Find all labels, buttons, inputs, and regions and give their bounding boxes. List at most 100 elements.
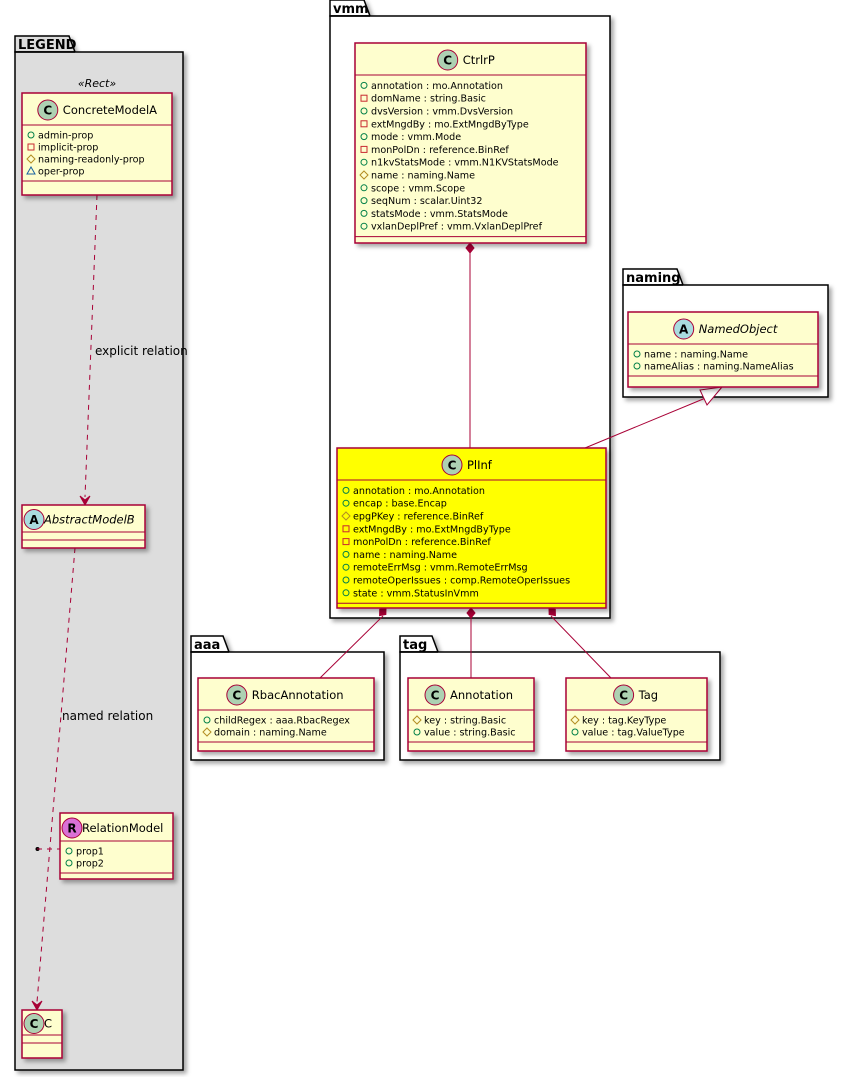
class-kind-letter: C [431,689,440,703]
attribute-row: key : string.Basic [412,715,506,727]
public-visibility-icon [342,589,350,597]
protected-visibility-icon [202,727,212,737]
class-kind-letter: C [30,1017,39,1031]
attribute-row: statsMode : vmm.StatsMode [360,209,508,220]
attribute-row: mode : vmm.Mode [360,132,461,143]
class-kind-icon-r [61,817,83,839]
class-kind-letter: C [43,104,52,118]
attribute-row: remoteErrMsg : vmm.RemoteErrMsg [342,563,528,574]
class-kind-icon-a [23,509,45,530]
composition-diamond [548,607,556,617]
attribute-text: remoteErrMsg : vmm.RemoteErrMsg [353,563,528,574]
class-kind-icon-c [613,684,635,706]
public-visibility-icon [413,728,421,736]
attribute-row: state : vmm.StatusInVmm [342,588,479,599]
attribute-row: annotation : mo.Annotation [360,81,503,92]
class-kind-letter: R [67,822,76,836]
class-box [21,504,146,549]
attribute-row: domain : naming.Name [202,727,327,739]
package-title: naming [626,271,681,286]
explicit-relation-label: explicit relation [95,344,188,358]
attribute-row: childRegex : aaa.RbacRegex [203,716,350,727]
composition-diamond [465,242,475,254]
public-visibility-icon [360,197,368,205]
public-visibility-icon [203,716,211,724]
public-visibility-icon [342,486,350,494]
attribute-row: extMngdBy : mo.ExtMngdByType [342,524,511,535]
dependency-arrowhead [31,1000,43,1012]
public-visibility-icon [571,728,579,736]
class-box [565,677,708,752]
attribute-text: key : string.Basic [424,716,506,727]
attribute-row: vxlanDeplPref : vmm.VxlanDeplPref [360,222,543,233]
attribute-row: scope : vmm.Scope [360,183,465,194]
public-visibility-icon [360,158,368,166]
attribute-text: name : naming.Name [371,171,475,182]
public-visibility-icon [27,131,35,139]
protected-visibility-icon [412,715,422,725]
protected-visibility-icon [359,170,369,180]
class-name: CtrlrP [463,53,495,67]
package-legend: LEGEND [14,35,184,1071]
attribute-row: value : string.Basic [413,728,516,739]
attribute-text: seqNum : scalar.Uint32 [371,196,482,207]
class-name: RbacAnnotation [252,688,344,702]
attribute-text: vxlanDeplPref : vmm.VxlanDeplPref [371,222,543,233]
attribute-text: mode : vmm.Mode [371,132,461,143]
attribute-text: value : tag.ValueType [582,728,685,739]
class-kind-icon-c [226,684,248,706]
attribute-row: n1kvStatsMode : vmm.N1KVStatsMode [360,158,559,169]
inheritance-line [584,396,709,449]
class-name: Annotation [450,688,513,702]
attribute-row: prop2 [65,859,104,870]
package-title: vmm [333,2,369,17]
composition-line-plinf-tag [550,615,612,679]
attribute-text: childRegex : aaa.RbacRegex [214,716,350,727]
attribute-text: extMngdBy : mo.ExtMngdByType [371,119,529,130]
attribute-text: name : naming.Name [644,350,748,361]
class-kind-letter: C [448,459,457,473]
protected-visibility-icon [26,154,36,164]
class-box [354,42,587,244]
attribute-text: n1kvStatsMode : vmm.N1KVStatsMode [371,158,559,169]
class-box [197,677,375,752]
class-name: C [44,1017,52,1031]
attribute-row: key : tag.KeyType [570,715,666,727]
inheritance-triangle [699,386,724,406]
attribute-text: value : string.Basic [424,728,516,739]
class-kind-letter: A [29,513,39,527]
named-relation-label: named relation [62,709,153,723]
attribute-text: oper-prop [38,167,84,178]
package-visibility-icon [26,165,36,175]
class-kind-icon-c [437,49,459,71]
attribute-row: encap : base.Encap [342,499,447,510]
package-title: tag [403,638,427,653]
attribute-row: implicit-prop [27,143,98,154]
public-visibility-icon [360,81,368,89]
attribute-row: value : tag.ValueType [571,728,685,739]
attribute-text: extMngdBy : mo.ExtMngdByType [353,524,511,535]
public-visibility-icon [342,576,350,584]
attribute-text: implicit-prop [38,143,98,154]
attribute-text: encap : base.Encap [353,499,447,510]
attribute-row: name : naming.Name [633,350,748,361]
attribute-text: scope : vmm.Scope [371,183,465,194]
attribute-text: remoteOperIssues : comp.RemoteOperIssues [353,576,570,587]
attribute-row: remoteOperIssues : comp.RemoteOperIssues [342,576,570,587]
attribute-text: dvsVersion : vmm.DvsVersion [371,107,513,118]
public-visibility-icon [65,859,73,867]
composition-line-plinf-rbac [319,615,384,679]
attribute-row: domName : string.Basic [360,94,486,105]
attribute-text: annotation : mo.Annotation [371,81,503,92]
